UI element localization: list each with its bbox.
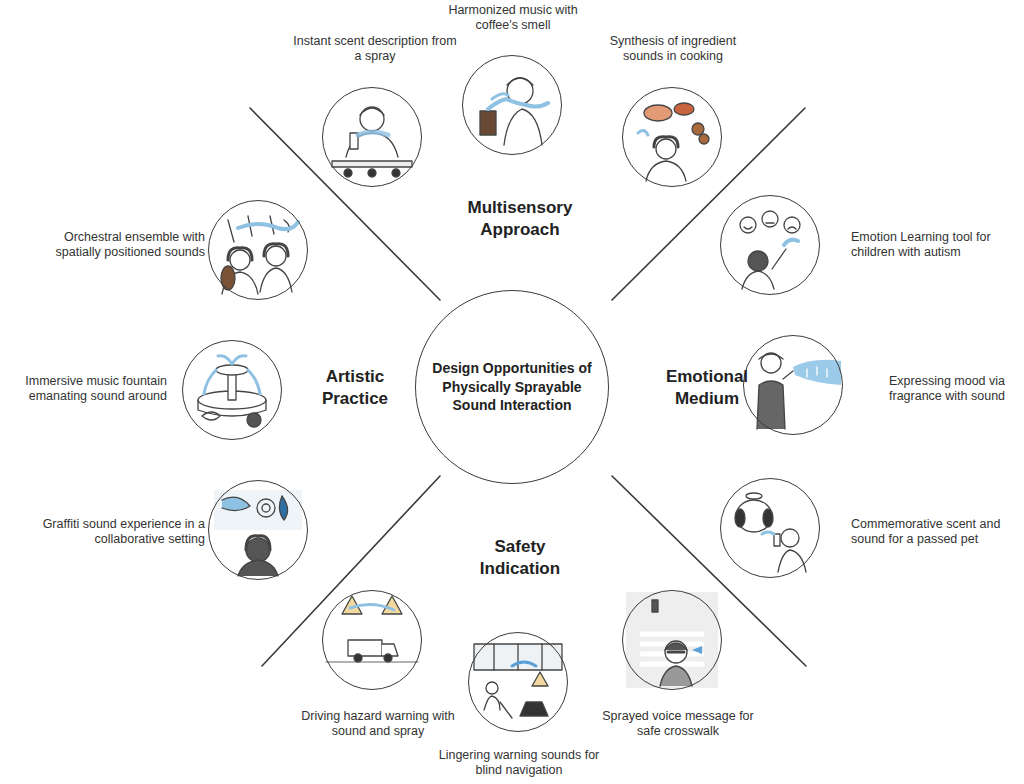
illustration-circle: Orchestral ensemble with spatially posit… [208,200,308,300]
caption-text: Synthesis of ingredient sounds in cookin… [591,34,755,65]
illustration-circle: Graffiti sound experience in a collabora… [208,480,308,580]
caption-text: Immersive music fountain emanating sound… [5,374,167,405]
caption-text: Emotion Learning tool for children with … [851,230,1016,261]
cooking-sketch [638,103,709,181]
caption-text: Graffiti sound experience in a collabora… [31,517,205,548]
category-label: Artistic Practice [300,366,410,410]
caption-text: Lingering warning sounds for blind navig… [427,748,611,779]
center-title: Design Opportunities of Physically Spray… [426,359,598,416]
pet-sketch [735,493,806,572]
mood-sketch [757,353,841,429]
illustration-circle: Sprayed voice message for safe crosswalk [622,590,722,690]
category-label: Emotional Medium [652,366,762,410]
driving-sketch [326,596,418,662]
illustration-circle: Emotion Learning tool for children with … [720,195,820,295]
illustration-circle: Immersive music fountain emanating sound… [182,340,282,440]
spray-sketch [332,107,412,177]
caption-text: Orchestral ensemble with spatially posit… [25,230,205,261]
category-label: Safety Indication [465,536,575,580]
caption-text: Commemorative scent and sound for a pass… [851,517,1019,548]
illustration-circle: Instant scent description from a spray [322,87,422,187]
illustration-circle: Synthesis of ingredient sounds in cookin… [622,87,722,187]
caption-text: Sprayed voice message for safe crosswalk [593,709,763,740]
illustration-circle: Expressing mood via fragrance with sound [743,335,843,435]
caption-text: Harmonized music with coffee's smell [433,3,593,34]
emotion-sketch [740,211,800,289]
navigation-sketch [474,644,562,718]
category-label: Multisensory Approach [445,197,595,241]
illustration-circle: Commemorative scent and sound for a pass… [720,478,820,578]
caption-text: Expressing mood via fragrance with sound [889,374,1021,405]
orchestra-sketch [221,216,298,294]
graffiti-sketch [214,490,302,576]
illustration-circle: Driving hazard warning with sound and sp… [322,590,422,690]
crosswalk-sketch [626,592,718,688]
illustration-circle: Harmonized music with coffee's smell [462,55,562,155]
caption-text: Driving hazard warning with sound and sp… [295,709,461,740]
illustration-circle: Lingering warning sounds for blind navig… [468,632,568,732]
center-circle: Design Opportunities of Physically Spray… [415,290,609,484]
divider-line [250,108,440,300]
caption-text: Instant scent description from a spray [291,34,459,65]
fountain-sketch [198,356,266,427]
coffee-sketch [480,78,548,145]
divider-line [612,108,805,300]
